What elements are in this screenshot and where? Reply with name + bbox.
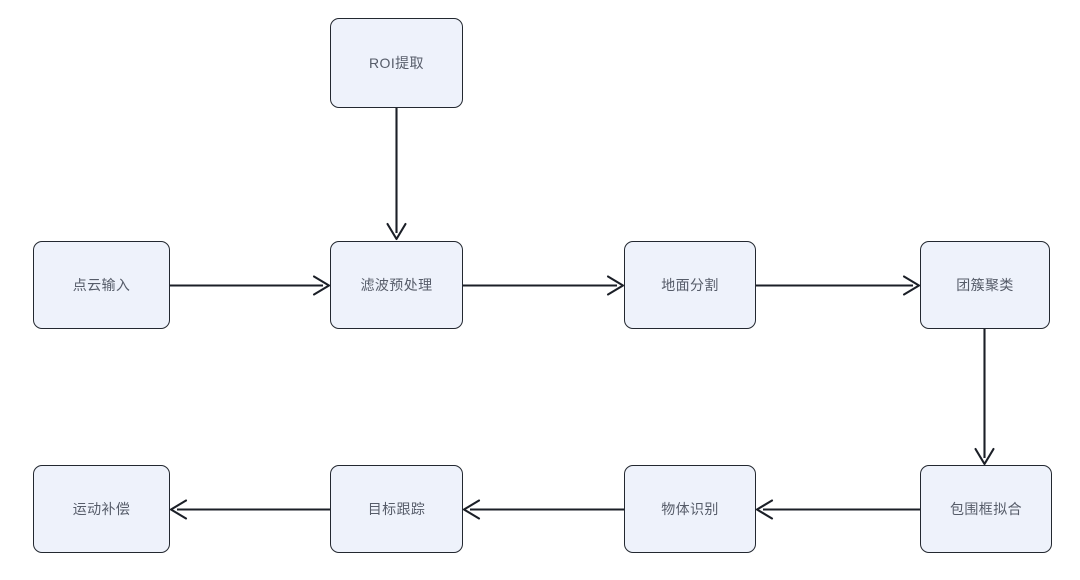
node-label: 运动补偿 [72, 500, 131, 517]
node-motion-compensation[interactable]: 运动补偿 [33, 465, 170, 553]
edge-bbox-to-object [755, 499, 920, 520]
edge-cluster-to-bbox [974, 329, 995, 466]
node-label: 团簇聚类 [956, 276, 1014, 293]
node-cluster-clustering[interactable]: 团簇聚类 [920, 241, 1050, 329]
node-label: 包围框拟合 [950, 500, 1022, 517]
node-filter-preprocessing[interactable]: 滤波预处理 [330, 241, 463, 329]
edge-tracking-to-motion [169, 499, 330, 520]
node-label: 目标跟踪 [367, 500, 426, 517]
node-label: ROI提取 [369, 54, 424, 71]
node-ground-segmentation[interactable]: 地面分割 [624, 241, 756, 329]
node-object-recognition[interactable]: 物体识别 [624, 465, 756, 553]
node-roi-extraction[interactable]: ROI提取 [330, 18, 463, 108]
node-label: 物体识别 [661, 500, 719, 517]
edge-object-to-tracking [462, 499, 624, 520]
node-bounding-box-fitting[interactable]: 包围框拟合 [920, 465, 1052, 553]
edge-ground-to-cluster [756, 275, 921, 296]
node-point-cloud-input[interactable]: 点云输入 [33, 241, 170, 329]
node-label: 滤波预处理 [360, 276, 433, 293]
node-target-tracking[interactable]: 目标跟踪 [330, 465, 463, 553]
node-label: 点云输入 [72, 276, 131, 293]
edge-filter-to-ground [463, 275, 625, 296]
edge-roi-to-filter [386, 108, 407, 241]
edge-input-to-filter [170, 275, 331, 296]
node-label: 地面分割 [661, 276, 719, 293]
